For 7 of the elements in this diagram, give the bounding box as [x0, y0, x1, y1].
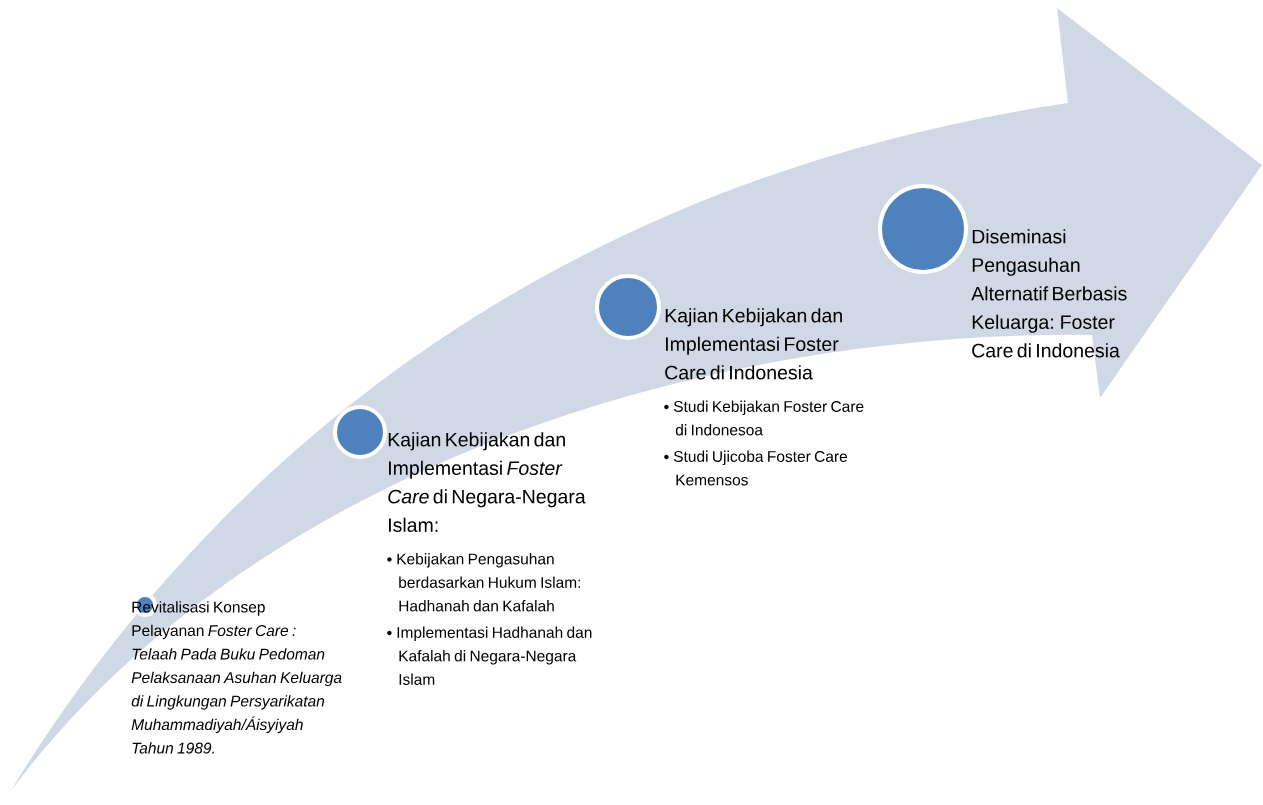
- step-heading: Diseminasi Pengasuhan Alternatif Berbasis Keluarga: Foster Care di Indonesia: [971, 229, 1127, 358]
- step-heading: Kajian Kebijakan dan Implementasi Foster Care di Indonesia: [665, 308, 842, 380]
- bullet-item: Studi Kebijakan Foster Care di Indonesoa: [673, 400, 864, 436]
- bullet-item: Implementasi Hadhanah dan Kafalah di Negara-Negara Islam: [397, 626, 592, 685]
- step-heading: Kajian Kebijakan dan Implementasi Foster Care di Negara-Negara Islam:: [388, 432, 586, 532]
- bullet-item: Studi Ujicoba Foster Care Kemensos: [673, 450, 848, 486]
- bullet-item: Kebijakan Pengasuhan berdasarkan Hukum Islam: Hadhanah dan Kafalah: [397, 553, 580, 612]
